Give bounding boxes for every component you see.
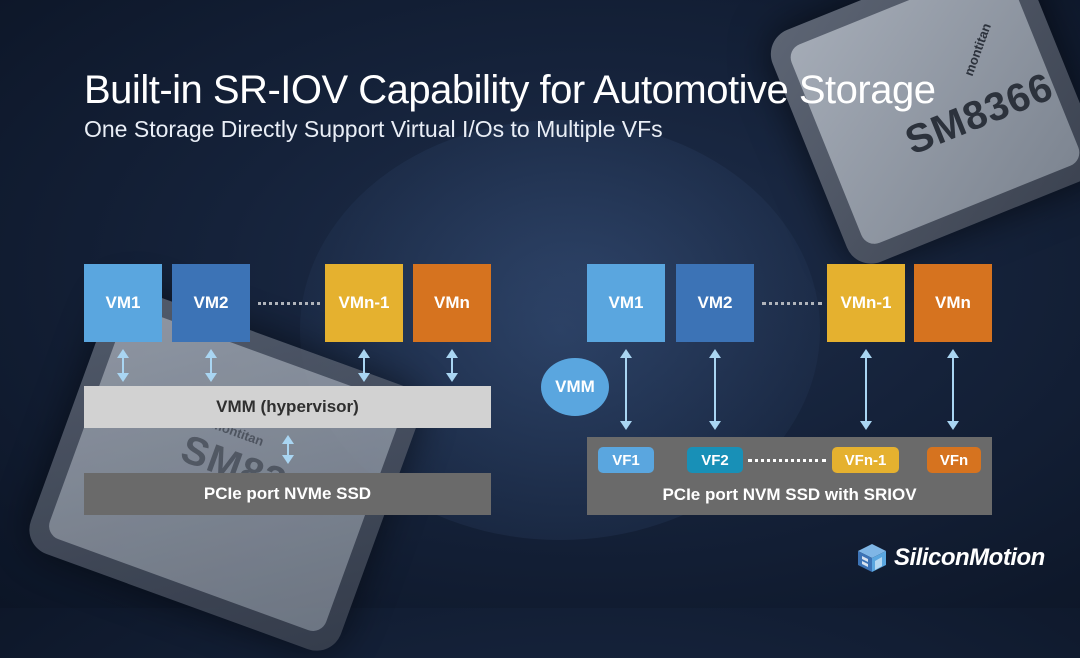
right-arrow-vfn-1-head-down xyxy=(860,421,872,430)
right-vf1-chip: VF1 xyxy=(598,447,654,473)
siliconmotion-cube-icon xyxy=(856,542,888,574)
right-vm2-box: VM2 xyxy=(676,264,754,342)
right-vfn-1-chip: VFn-1 xyxy=(832,447,899,473)
right-arrow-vfn-1 xyxy=(865,354,867,424)
right-vm-ellipsis xyxy=(762,302,822,307)
right-arrow-vf1 xyxy=(625,354,627,424)
right-arrow-vf2-head-down xyxy=(709,421,721,430)
right-vmm-circle: VMM xyxy=(541,358,609,416)
right-vf-ellipsis xyxy=(748,459,826,464)
right-arrow-vfn xyxy=(952,354,954,424)
right-sriov-ssd-panel: PCIe port NVM SSD with SRIOV xyxy=(587,437,992,515)
left-vmn-1-box: VMn-1 xyxy=(325,264,403,342)
left-vm1-box: VM1 xyxy=(84,264,162,342)
right-vmn-box: VMn xyxy=(914,264,992,342)
left-arrow-vm1 xyxy=(122,354,124,376)
left-vmn-box: VMn xyxy=(413,264,491,342)
right-arrow-vf2 xyxy=(714,354,716,424)
right-arrow-vfn-head-up xyxy=(947,349,959,358)
left-arrow-hypervisor-ssd-head-up xyxy=(282,435,294,444)
right-arrow-vf2-head-up xyxy=(709,349,721,358)
right-ssd-label: PCIe port NVM SSD with SRIOV xyxy=(662,485,917,504)
siliconmotion-logo-text: SiliconMotion xyxy=(894,544,1045,571)
left-vm2-box: VM2 xyxy=(172,264,250,342)
left-hypervisor-bar: VMM (hypervisor) xyxy=(84,386,491,428)
left-arrow-hypervisor-ssd xyxy=(287,440,289,458)
slide-title: Built-in SR-IOV Capability for Automotiv… xyxy=(84,68,936,112)
left-arrow-vm1-head-up xyxy=(117,349,129,358)
right-vm1-box: VM1 xyxy=(587,264,665,342)
left-ssd-bar: PCIe port NVMe SSD xyxy=(84,473,491,515)
left-arrow-vmn-1 xyxy=(363,354,365,376)
left-arrow-vm2-head-down xyxy=(205,373,217,382)
left-arrow-vm2-head-up xyxy=(205,349,217,358)
left-arrow-vmn-1-head-down xyxy=(358,373,370,382)
right-vmn-1-box: VMn-1 xyxy=(827,264,905,342)
left-arrow-vm1-head-down xyxy=(117,373,129,382)
left-arrow-hypervisor-ssd-head-down xyxy=(282,455,294,464)
right-arrow-vf1-head-down xyxy=(620,421,632,430)
right-arrow-vf1-head-up xyxy=(620,349,632,358)
left-vm-ellipsis xyxy=(258,302,320,307)
left-arrow-vmn-head-down xyxy=(446,373,458,382)
left-arrow-vmn-head-up xyxy=(446,349,458,358)
left-arrow-vmn xyxy=(451,354,453,376)
siliconmotion-logo: SiliconMotion xyxy=(856,542,1045,574)
right-vf2-chip: VF2 xyxy=(687,447,743,473)
left-arrow-vm2 xyxy=(210,354,212,376)
slide-subtitle: One Storage Directly Support Virtual I/O… xyxy=(84,116,663,142)
right-arrow-vfn-1-head-up xyxy=(860,349,872,358)
right-vfn-chip: VFn xyxy=(927,447,981,473)
left-arrow-vmn-1-head-up xyxy=(358,349,370,358)
right-arrow-vfn-head-down xyxy=(947,421,959,430)
